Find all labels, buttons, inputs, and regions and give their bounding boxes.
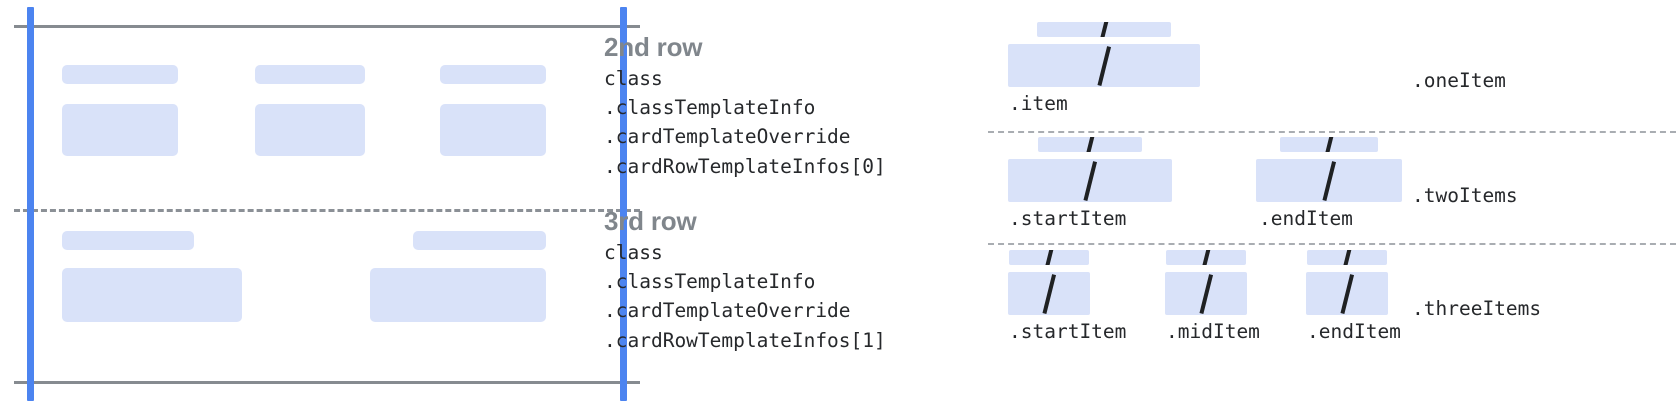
- placeholder-content-bar: [62, 104, 178, 156]
- item-label-bar: [1307, 250, 1387, 265]
- variant-label: .threeItems: [1412, 297, 1542, 320]
- item-cell: .startItem: [1008, 250, 1127, 344]
- placeholder-label-bar: [440, 65, 546, 84]
- variant-two-items: .startItem .endItem .twoItems: [988, 137, 1676, 247]
- item-cell: .endItem: [1306, 250, 1401, 344]
- row-note-code-line: class: [604, 67, 663, 90]
- row-note-title: 2nd row: [604, 32, 703, 62]
- card-row-preview: [0, 0, 660, 412]
- placeholder-content-bar: [440, 104, 546, 156]
- center-slash-icon: [1083, 160, 1097, 201]
- card-bottom-boundary-line: [14, 381, 640, 384]
- item-label-bar: [1038, 137, 1142, 152]
- center-slash-icon: [1085, 137, 1095, 152]
- row-note-code-line: .cardTemplateOverride: [604, 125, 851, 149]
- placeholder-content-bar: [255, 104, 365, 156]
- variant-divider-dashed-line: [988, 243, 1676, 245]
- item-label-bar: [1280, 137, 1378, 152]
- item-caption: .endItem: [1307, 320, 1401, 343]
- item-caption: .endItem: [1259, 207, 1353, 230]
- item-cell: .midItem: [1165, 250, 1260, 344]
- center-slash-icon: [1042, 273, 1056, 314]
- item-content-bar: [1008, 44, 1200, 87]
- item-cell: .item: [1008, 22, 1200, 116]
- variant-divider-dashed-line: [988, 131, 1676, 133]
- item-content-bar: [1008, 159, 1172, 202]
- placeholder-label-bar: [62, 231, 194, 250]
- item-label-bar: [1009, 250, 1089, 265]
- center-slash-icon: [1199, 273, 1213, 314]
- item-label-bar: [1166, 250, 1246, 265]
- variant-one-item: .item .oneItem: [988, 22, 1676, 128]
- center-slash-icon: [1340, 273, 1354, 314]
- item-cell: .endItem: [1256, 137, 1402, 231]
- item-caption: .startItem: [1009, 207, 1127, 230]
- row-note-code-line: .classTemplateInfo: [604, 270, 816, 294]
- row-note-third-row: 3rd row class .classTemplateInfo .cardTe…: [604, 204, 886, 355]
- variant-label: .twoItems: [1412, 184, 1518, 207]
- row-note-code-line: .cardRowTemplateInfos[0]: [604, 154, 886, 178]
- placeholder-label-bar: [413, 231, 546, 250]
- item-content-bar: [1256, 159, 1402, 202]
- center-slash-icon: [1099, 22, 1109, 37]
- item-caption: .startItem: [1009, 320, 1127, 343]
- card-right-margin-guide: [620, 7, 627, 401]
- center-slash-icon: [1342, 250, 1352, 265]
- card-left-margin-guide: [27, 7, 34, 401]
- item-caption: .midItem: [1166, 320, 1260, 343]
- item-content-bar: [1008, 272, 1090, 315]
- item-layout-variants: .item .oneItem .startItem: [988, 0, 1676, 412]
- item-caption: .item: [1009, 92, 1068, 115]
- placeholder-label-bar: [255, 65, 365, 84]
- center-slash-icon: [1201, 250, 1211, 265]
- row-note-code-line: .classTemplateInfo: [604, 96, 816, 120]
- variant-label: .oneItem: [1412, 69, 1506, 92]
- item-label-bar: [1037, 22, 1171, 37]
- placeholder-label-bar: [62, 65, 178, 84]
- row-note-code-line: class: [604, 241, 663, 264]
- center-slash-icon: [1044, 250, 1054, 265]
- row-note-code-line: .cardTemplateOverride: [604, 299, 851, 323]
- variant-three-items: .startItem .midItem .endItem: [988, 250, 1676, 362]
- row-note-code-line: .cardRowTemplateInfos[1]: [604, 328, 886, 352]
- center-slash-icon: [1324, 137, 1334, 152]
- row-divider-dashed-line: [14, 209, 640, 212]
- center-slash-icon: [1322, 160, 1336, 201]
- center-slash-icon: [1097, 45, 1111, 86]
- placeholder-content-bar: [62, 268, 242, 322]
- item-cell: .startItem: [1008, 137, 1172, 231]
- item-content-bar: [1165, 272, 1247, 315]
- row-note-second-row: 2nd row class .classTemplateInfo .cardTe…: [604, 30, 886, 181]
- placeholder-content-bar: [370, 268, 546, 322]
- row-note-title: 3rd row: [604, 206, 697, 236]
- item-content-bar: [1306, 272, 1388, 315]
- card-top-boundary-line: [14, 25, 640, 28]
